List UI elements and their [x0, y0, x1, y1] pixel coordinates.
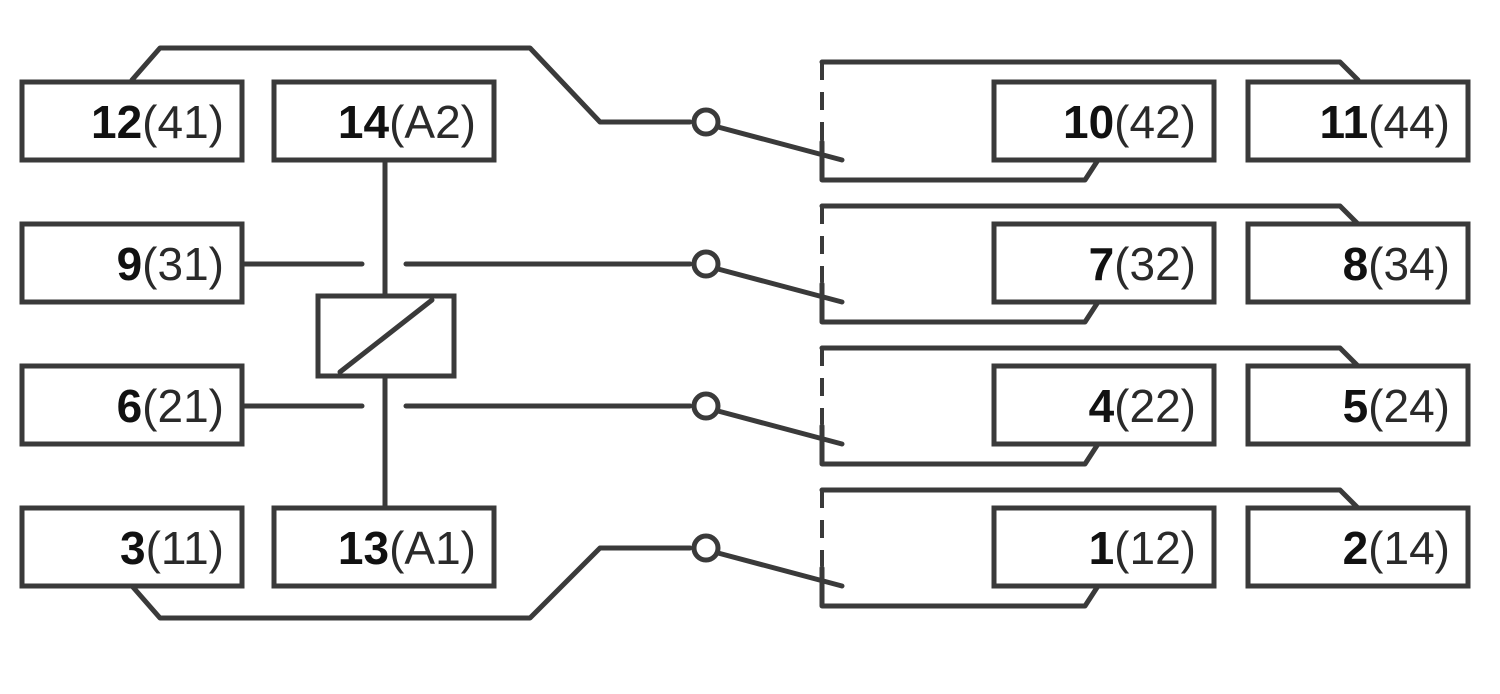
svg-text:10(42): 10(42) [1063, 96, 1196, 148]
svg-text:12(41): 12(41) [91, 96, 224, 148]
terminal-12: 12(41) [19, 79, 245, 163]
nc-wire-1 [819, 583, 1101, 609]
no-wire-11 [819, 59, 1361, 83]
nc-wire-10 [819, 157, 1101, 183]
no-wire-2 [819, 487, 1361, 511]
contact-group-2 [241, 203, 1361, 325]
svg-text:13(A1): 13(A1) [338, 522, 476, 574]
terminal-9: 9(31) [19, 221, 245, 305]
nc-wire-7 [819, 299, 1101, 325]
nc-wire-4 [819, 441, 1101, 467]
svg-text:6(21): 6(21) [117, 380, 224, 432]
common-wire-12 [129, 45, 693, 125]
contact-group-1 [129, 45, 1361, 183]
terminal-10: 10(42) [991, 79, 1217, 163]
terminal-6: 6(21) [19, 363, 245, 447]
svg-text:4(22): 4(22) [1089, 380, 1196, 432]
contact-group-4 [129, 487, 1361, 621]
terminal-11: 11(44) [1245, 79, 1471, 163]
terminal-7: 7(32) [991, 221, 1217, 305]
svg-text:2(14): 2(14) [1343, 522, 1450, 574]
contact-group-3 [241, 345, 1361, 467]
terminal-14: 14(A2) [271, 79, 497, 163]
common-wire-3 [129, 545, 693, 621]
no-wire-8 [819, 203, 1361, 227]
svg-text:11(44): 11(44) [1320, 96, 1450, 148]
terminal-2: 2(14) [1245, 505, 1471, 589]
pivot-2 [691, 249, 721, 279]
pivot-4 [691, 533, 721, 563]
svg-text:5(24): 5(24) [1343, 380, 1450, 432]
pivot-1 [691, 107, 721, 137]
pivot-3 [691, 391, 721, 421]
terminal-8: 8(34) [1245, 221, 1471, 305]
svg-text:14(A2): 14(A2) [338, 96, 476, 148]
coil-diagonal [337, 297, 435, 375]
svg-text:9(31): 9(31) [117, 238, 224, 290]
svg-text:3(11): 3(11) [120, 522, 224, 574]
svg-text:7(32): 7(32) [1089, 238, 1196, 290]
svg-text:8(34): 8(34) [1343, 238, 1450, 290]
terminal-3: 3(11) [19, 505, 245, 589]
terminal-13: 13(A1) [271, 505, 497, 589]
no-wire-5 [819, 345, 1361, 369]
svg-text:1(12): 1(12) [1089, 522, 1196, 574]
terminal-5: 5(24) [1245, 363, 1471, 447]
terminal-1: 1(12) [991, 505, 1217, 589]
relay-coil [315, 157, 457, 511]
terminal-4: 4(22) [991, 363, 1217, 447]
